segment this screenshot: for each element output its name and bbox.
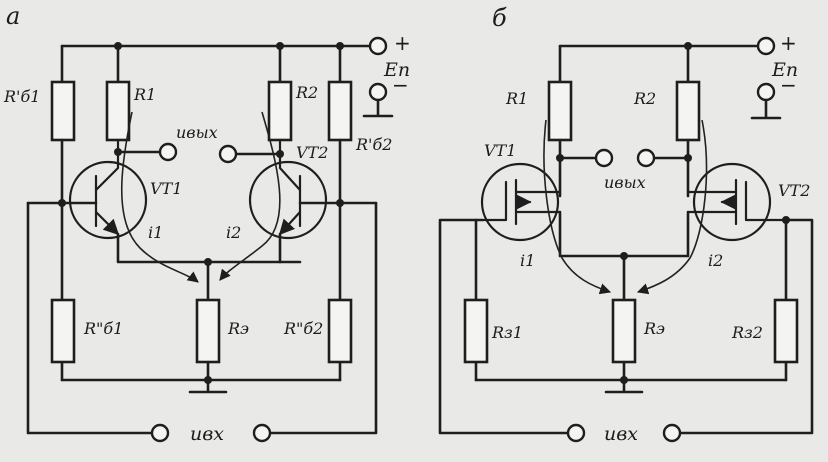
- a-resistor-r2: [267, 80, 293, 142]
- a-r2-label: R2: [295, 83, 318, 102]
- b-in-left-terminal: [566, 423, 586, 443]
- b-i1-label: i1: [520, 251, 535, 270]
- a-r1-label: R1: [133, 85, 156, 104]
- b-rail-drops: [558, 44, 690, 84]
- b-i2-label: i2: [708, 251, 723, 270]
- a-vt1-transistor: [68, 160, 148, 240]
- a-input-label: uвх: [190, 423, 224, 445]
- b-vt1-label: VT1: [484, 141, 516, 160]
- a-vt2-label: VT2: [296, 143, 328, 162]
- b-out-right-terminal: [636, 148, 656, 168]
- a-resistor-rb2-bottom: [327, 298, 353, 364]
- a-minus-label: −: [392, 73, 409, 97]
- b-vt1-transistor: [480, 162, 560, 242]
- b-resistor-rz2: [773, 298, 799, 364]
- a-resistor-rb2-top: [327, 80, 353, 142]
- a-supply-ground: [362, 98, 394, 118]
- b-rz1-label: Rз1: [491, 323, 523, 342]
- a-junction-dots: [58, 42, 344, 384]
- b-vt2-label: VT2: [778, 181, 810, 200]
- a-i1-current-arrow: [120, 111, 199, 283]
- b-r2-label: R2: [633, 89, 656, 108]
- b-plus-label: +: [780, 31, 797, 55]
- a-i2-current-arrow: [219, 111, 281, 281]
- circuit-b: б + − Eп R1 R2 VT1 VT2 uвых i1 i2 Rз1 Rэ…: [438, 4, 814, 445]
- a-vt2-emitter: [278, 210, 302, 236]
- a-out-right-terminal: [218, 144, 238, 164]
- b-junction-dots: [556, 42, 790, 384]
- a-output-label: uвых: [176, 123, 218, 142]
- a-resistor-r1: [105, 80, 131, 142]
- b-resistor-r1: [547, 80, 573, 142]
- a-left-input-wire: [26, 201, 154, 435]
- a-vt1-emitter: [94, 210, 120, 236]
- b-resistor-rz1: [463, 298, 489, 364]
- b-drain-wires: [558, 138, 690, 198]
- b-supply-label: Eп: [771, 59, 798, 81]
- a-rb1-top-label: R'б1: [3, 87, 40, 106]
- a-rb2-bottom-label: R"б2: [283, 319, 323, 338]
- a-i1-label: i1: [148, 223, 163, 242]
- b-re-label: Rэ: [643, 319, 665, 338]
- b-out-left-terminal: [594, 148, 614, 168]
- a-resistor-rb1-top: [50, 80, 76, 142]
- b-vt2-transistor: [692, 162, 772, 242]
- a-vt1-emitter-lead: [116, 232, 302, 264]
- b-vt2-gate: [744, 180, 788, 222]
- b-output-label: uвых: [604, 173, 646, 192]
- b-vt1-source-lead: [558, 210, 626, 258]
- a-out-left-terminal: [158, 142, 178, 162]
- a-in-left-terminal: [150, 423, 170, 443]
- b-right-gate-wire: [678, 218, 814, 435]
- b-supply-ground: [750, 98, 782, 120]
- b-supply-minus-terminal: [756, 82, 776, 102]
- a-vt2-collector: [278, 138, 302, 192]
- a-re-label: Rэ: [227, 319, 249, 338]
- a-rail-drops: [60, 44, 342, 84]
- a-right-input-wire: [268, 201, 378, 435]
- b-resistor-re: [611, 298, 637, 364]
- a-vt1-collector: [94, 138, 120, 192]
- a-i2-label: i2: [226, 223, 241, 242]
- b-rz2-label: Rз2: [731, 323, 763, 342]
- b-resistor-r2: [675, 80, 701, 142]
- a-plus-label: +: [394, 31, 411, 55]
- a-vt2-transistor: [248, 160, 328, 240]
- a-supply-minus-terminal: [368, 82, 388, 102]
- a-supply-label: Eп: [383, 59, 410, 81]
- a-in-right-terminal: [252, 423, 272, 443]
- a-rb2-top-label: R'б2: [355, 135, 392, 154]
- b-minus-label: −: [780, 73, 797, 97]
- a-resistor-re: [195, 298, 221, 364]
- b-i2-current-arrow: [636, 119, 708, 295]
- a-vt1-label: VT1: [150, 179, 182, 198]
- a-rb1-bottom-label: R"б1: [83, 319, 123, 338]
- circuit-a: а + − Eп R'б1 R1 R2 R'б2 VT1 VT2 uвых i1…: [3, 2, 411, 445]
- a-supply-plus-terminal: [368, 36, 388, 56]
- b-vt2-source: [686, 202, 736, 212]
- b-vt2-source-lead: [622, 210, 690, 258]
- b-r1-label: R1: [505, 89, 528, 108]
- b-in-right-terminal: [662, 423, 682, 443]
- b-i1-current-arrow: [543, 119, 612, 295]
- a-resistor-rb1-bottom: [50, 298, 76, 364]
- b-vt1-source: [516, 202, 562, 212]
- b-input-label: uвх: [604, 423, 638, 445]
- b-vt1-gate: [480, 180, 508, 222]
- b-left-gate-wire: [438, 218, 570, 435]
- b-tag-label: б: [492, 4, 507, 32]
- b-supply-plus-terminal: [756, 36, 776, 56]
- a-tag-label: а: [6, 2, 20, 30]
